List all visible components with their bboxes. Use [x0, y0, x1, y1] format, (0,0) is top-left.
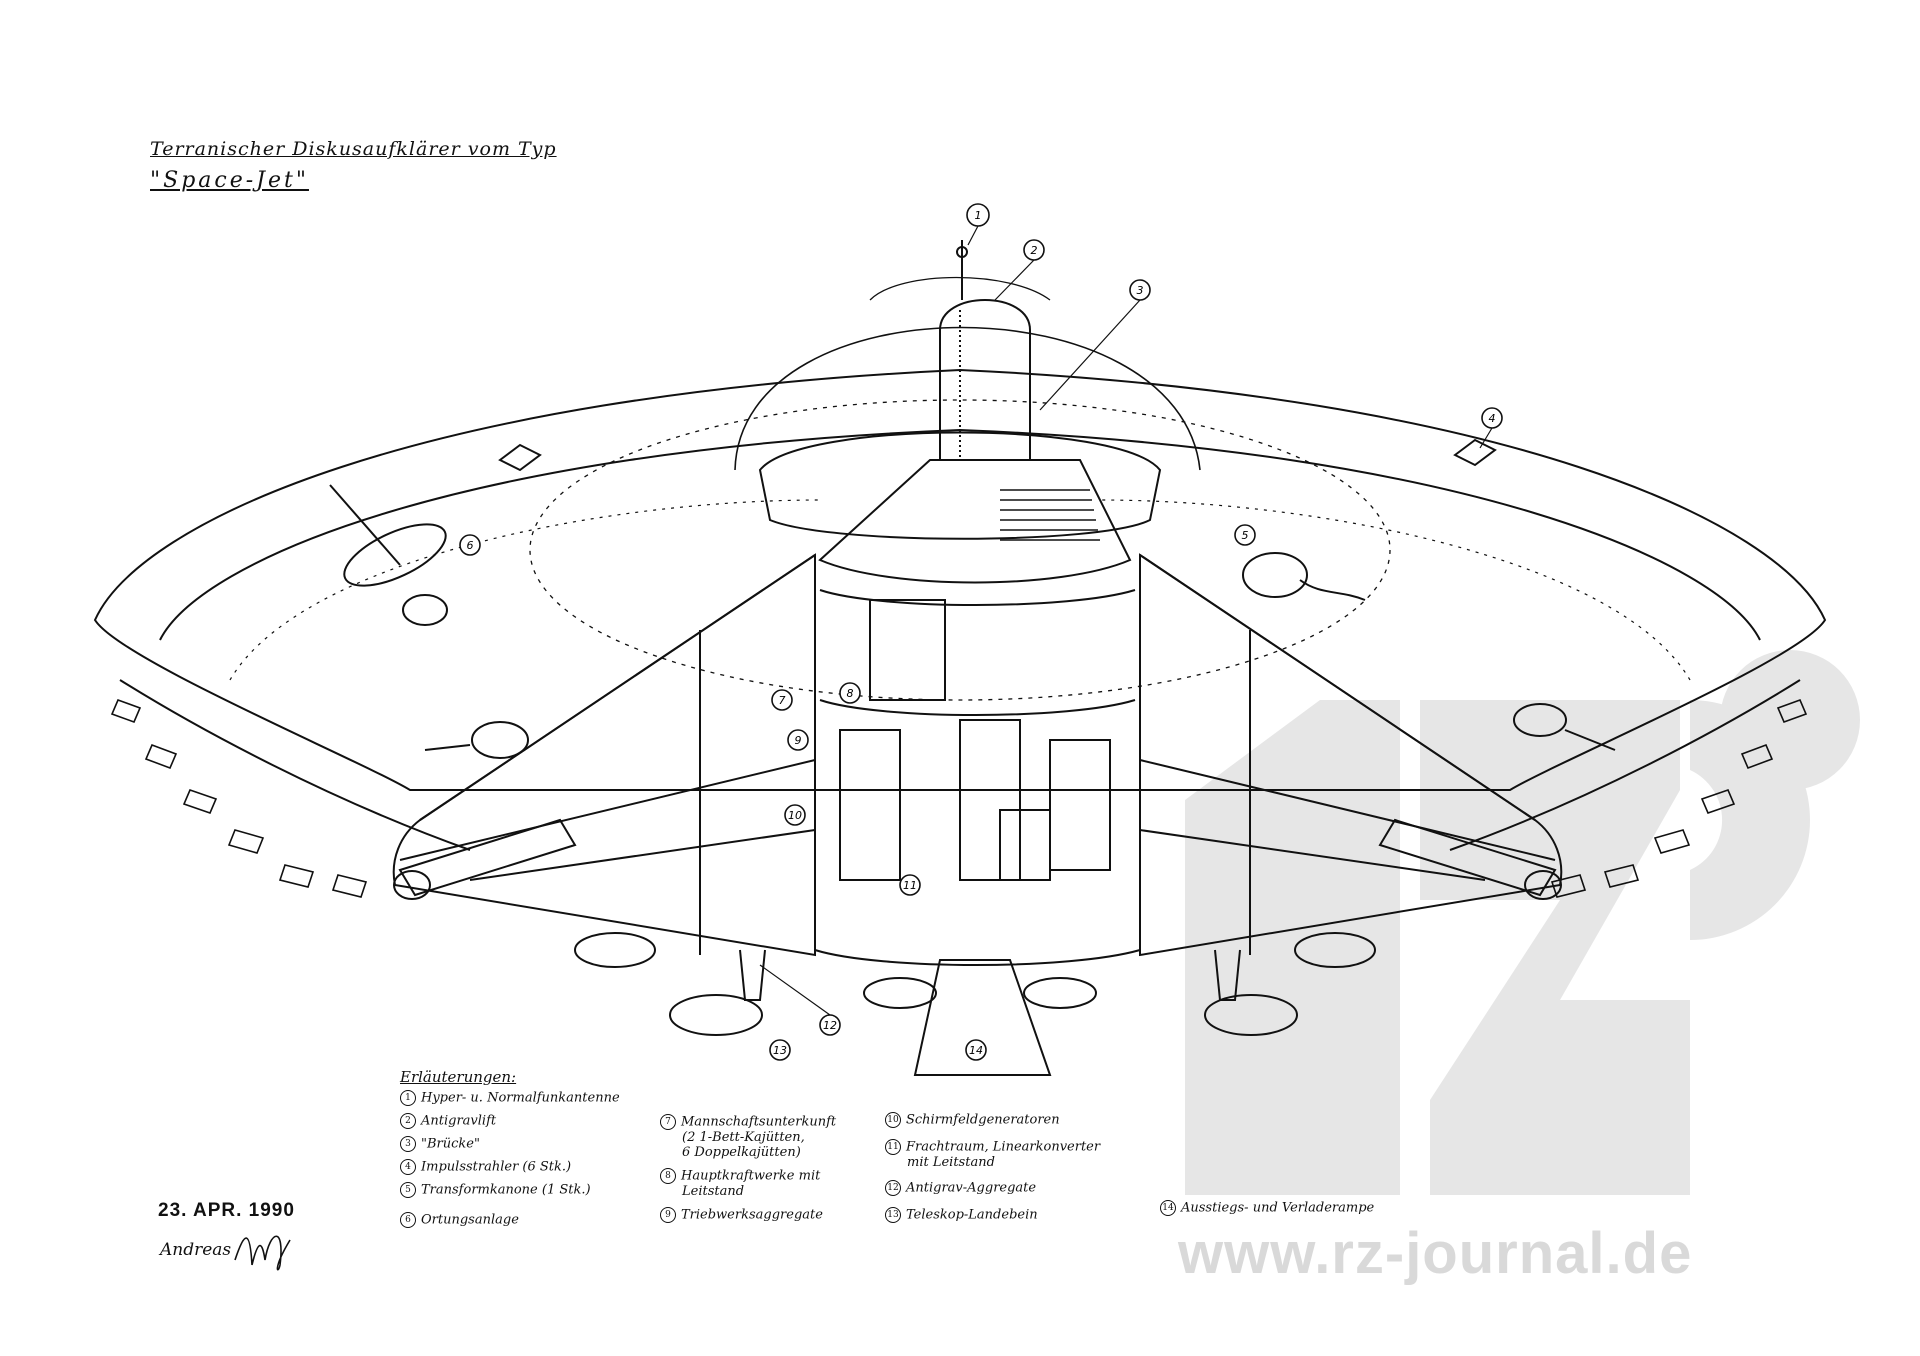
callout-7: 7 [779, 694, 786, 707]
callout-11: 11 [903, 879, 917, 892]
callout-6: 6 [467, 539, 474, 552]
callout-14: 14 [969, 1044, 983, 1057]
drawing-date: 23. APR. 1990 [158, 1200, 295, 1221]
signature-scribble [234, 1235, 291, 1271]
boarding-ramp [913, 959, 1052, 1076]
disc-lower-edge [119, 679, 471, 851]
title-line-1: Terranischer Diskusaufklärer vom Typ [150, 138, 557, 160]
callout-9: 9 [795, 734, 802, 747]
callout-12: 12 [823, 1019, 837, 1032]
callout-1: 1 [975, 209, 982, 222]
antigrav-lift-column [939, 299, 1031, 460]
title-line-2: "Space-Jet" [150, 168, 309, 193]
callout-3: 3 [1137, 284, 1144, 297]
callout-10: 10 [788, 809, 802, 822]
cutaway-right [1139, 553, 1563, 957]
watermark-url: www.rz-journal.de [1178, 1221, 1693, 1286]
legend-item-3: 3"Brücke" [400, 1136, 480, 1152]
signature: Andreas [160, 1240, 232, 1260]
legend-heading: Erläuterungen: [400, 1068, 517, 1086]
callout-8: 8 [847, 687, 854, 700]
callout-5: 5 [1242, 529, 1249, 542]
dome [734, 326, 1201, 471]
disc-inner-rim [159, 428, 1761, 641]
callout-2: 2 [1031, 244, 1038, 257]
disc-outer-rim [93, 368, 1827, 791]
callout-4: 4 [1489, 412, 1496, 425]
callout-13: 13 [773, 1044, 787, 1057]
cutaway-left [392, 553, 816, 957]
